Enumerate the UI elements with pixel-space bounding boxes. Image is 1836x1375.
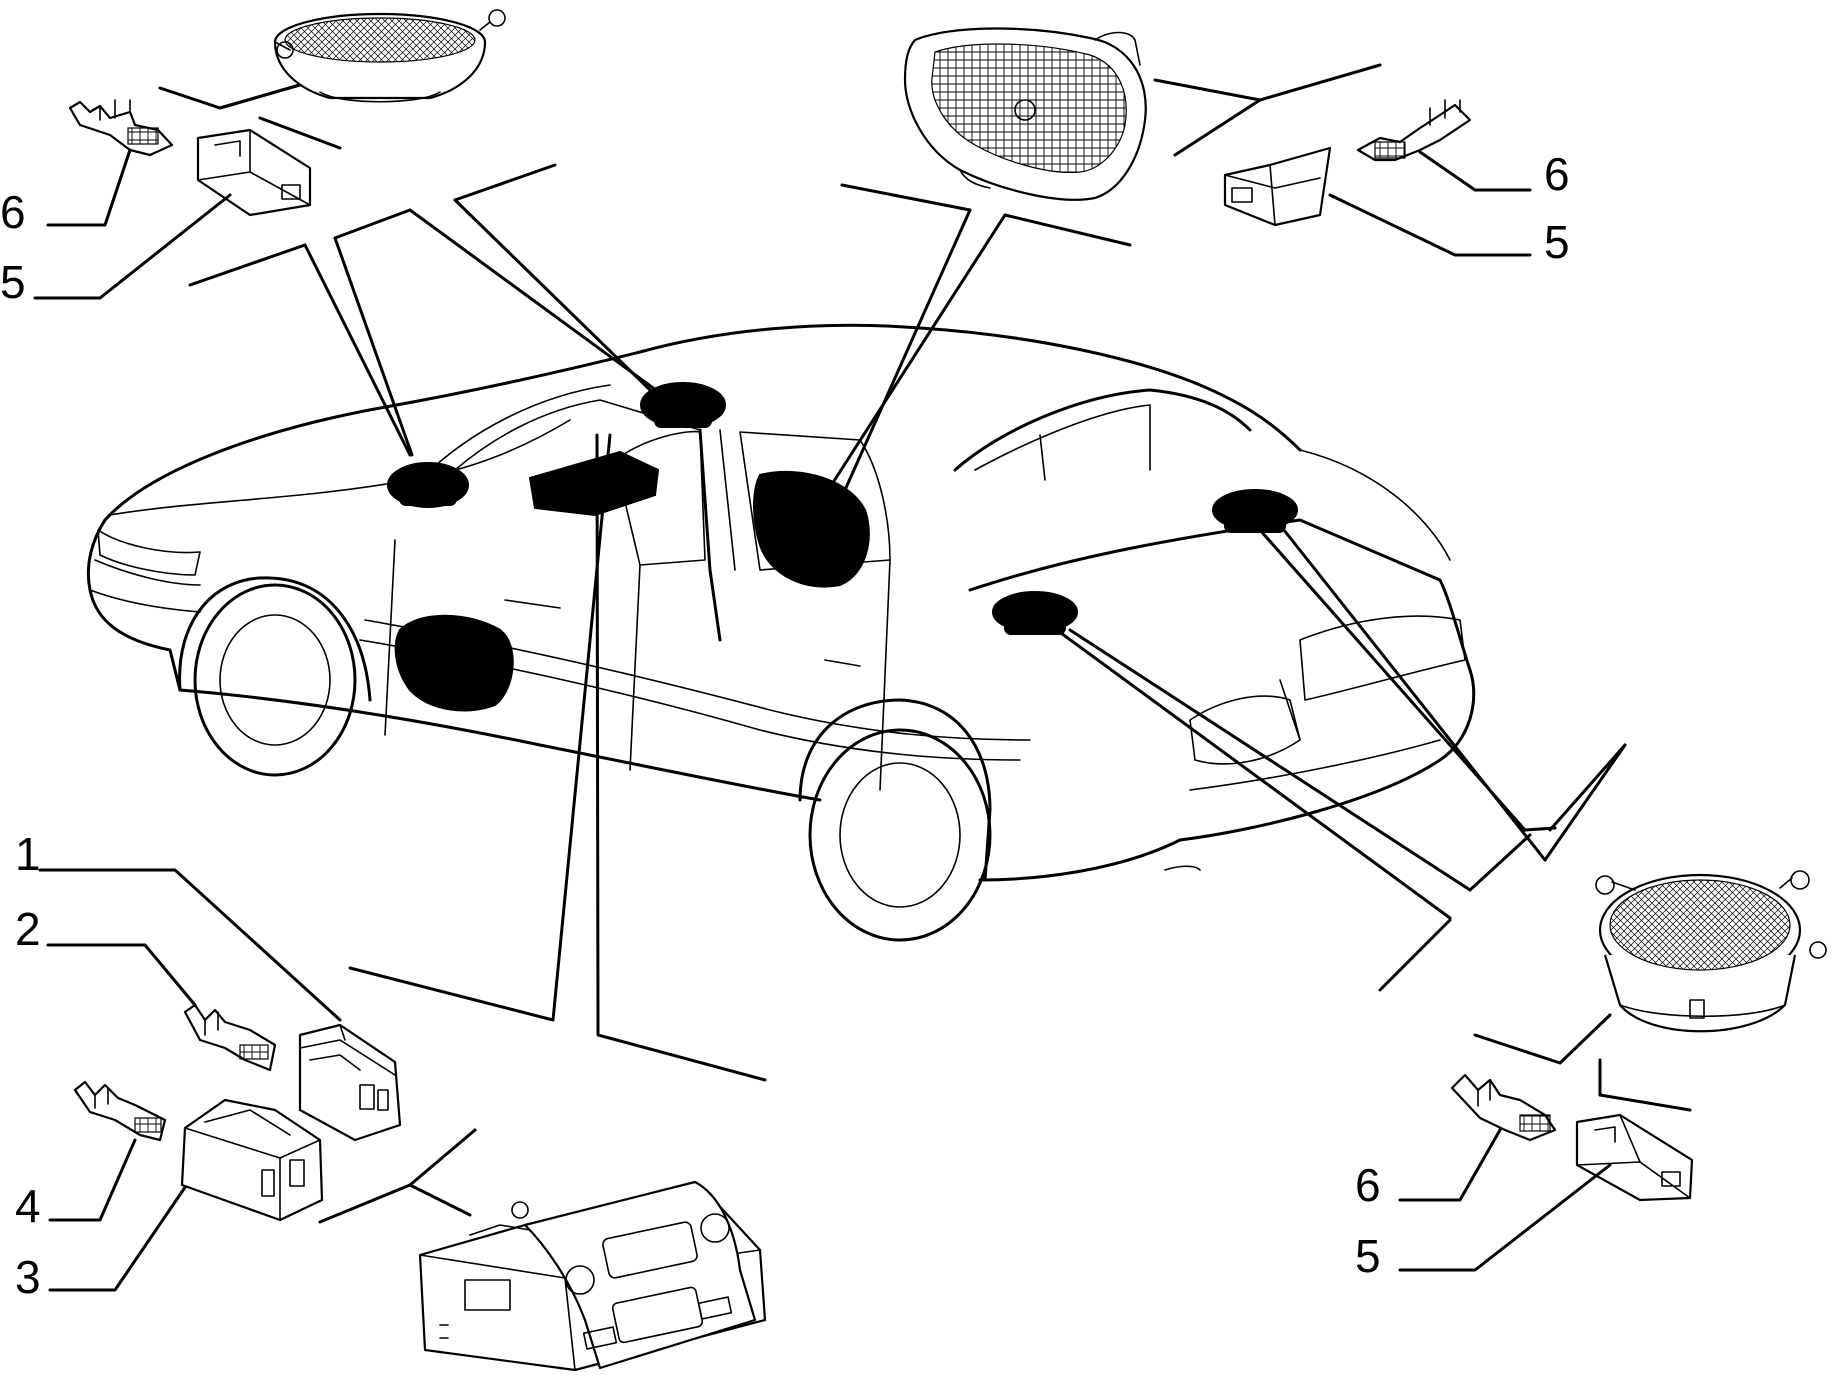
rear-shelf-speaker-right-base <box>1224 509 1286 533</box>
radio-location-mark <box>528 450 660 517</box>
leader-4 <box>48 1138 137 1222</box>
front-left-dash-speaker-base <box>399 484 457 506</box>
label-5-bottom-right: 5 <box>1355 1230 1381 1282</box>
bottom-right-connector-housing <box>1575 1113 1694 1202</box>
label-6-bottom-right: 6 <box>1355 1159 1381 1211</box>
rear-shelf-speaker-left-base <box>1004 611 1066 635</box>
label-5-top-left: 5 <box>0 256 26 308</box>
leader-5-top-left <box>33 193 232 300</box>
leader-1 <box>38 868 342 1022</box>
car-radio-unit <box>418 1180 767 1372</box>
front-door-speaker <box>394 614 514 712</box>
leader-6-bottom-right <box>1398 1128 1502 1202</box>
callout-lines <box>158 63 1692 1224</box>
label-5-top-right: 5 <box>1544 216 1570 268</box>
leader-6-top-left <box>46 148 132 227</box>
label-6-top-left: 6 <box>0 186 26 238</box>
terminal-4 <box>73 1080 167 1142</box>
label-2: 2 <box>15 903 41 955</box>
top-left-terminal <box>68 99 174 157</box>
terminal-2 <box>183 1003 277 1072</box>
top-right-terminal <box>1356 99 1472 162</box>
front-right-dash-speaker-base <box>654 404 712 428</box>
leader-3 <box>48 1178 192 1292</box>
connector-housing-3 <box>180 1098 324 1222</box>
car-drawing <box>86 323 1476 942</box>
top-right-oval-speaker <box>903 27 1147 201</box>
label-1: 1 <box>15 828 41 880</box>
bottom-right-speaker <box>1595 870 1827 1033</box>
top-left-speaker <box>273 9 506 103</box>
leader-2 <box>46 943 197 1007</box>
label-4: 4 <box>15 1180 41 1232</box>
connector-housing-1 <box>298 1023 402 1142</box>
bottom-right-terminal <box>1450 1073 1557 1142</box>
top-left-connector-housing <box>196 128 312 217</box>
leader-5-bottom-right <box>1398 1163 1612 1272</box>
leader-6-top-right <box>1418 150 1532 192</box>
label-6-top-right: 6 <box>1544 148 1570 200</box>
car-mounted-speakers <box>387 382 1298 712</box>
leader-5-top-right <box>1328 193 1532 257</box>
label-3: 3 <box>15 1251 41 1303</box>
top-right-connector-housing <box>1223 146 1332 227</box>
